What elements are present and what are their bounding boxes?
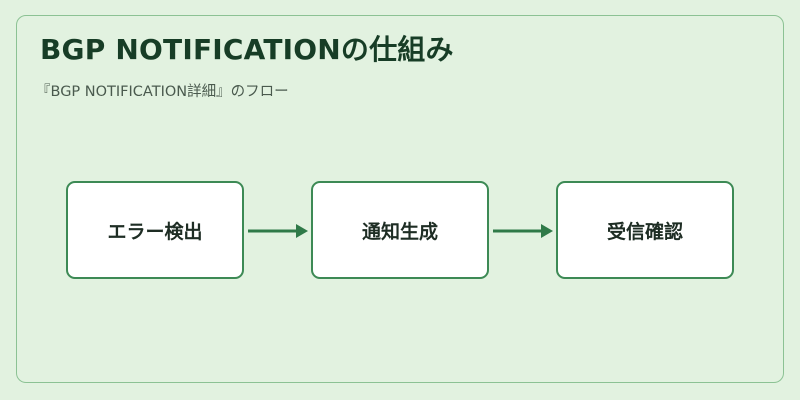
flow-step-label: 受信確認 (606, 220, 683, 243)
flow-arrow-icon (493, 224, 553, 238)
page-title: BGP NOTIFICATIONの仕組み (40, 33, 454, 66)
flow-arrow-icon (248, 224, 308, 238)
flow-step-receipt-confirmation: 受信確認 (556, 181, 734, 279)
flow-step-label: エラー検出 (107, 220, 203, 243)
flow-step-error-detection: エラー検出 (66, 181, 244, 279)
flow-step-label: 通知生成 (361, 220, 438, 243)
flow-step-notification-generation: 通知生成 (311, 181, 489, 279)
page-subtitle: 『BGP NOTIFICATION詳細』のフロー (36, 84, 289, 100)
